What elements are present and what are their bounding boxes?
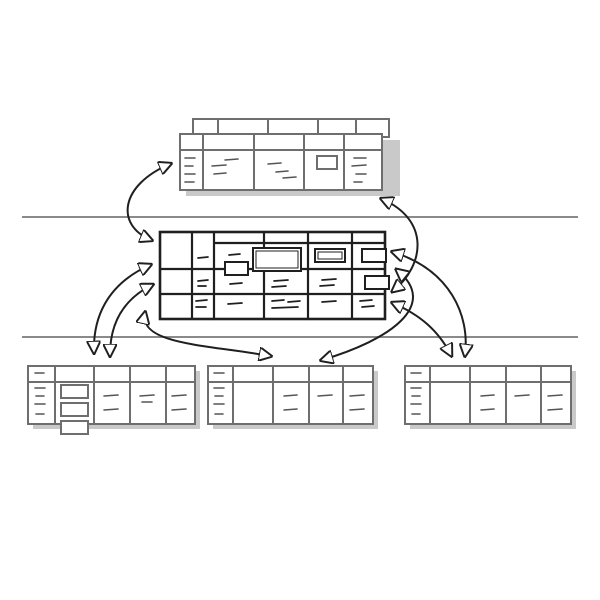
connections — [94, 164, 466, 360]
bidirectional-arrow-icon[interactable] — [110, 285, 152, 355]
bottom-right-table[interactable] — [404, 365, 576, 429]
bidirectional-arrow-icon[interactable] — [126, 164, 170, 240]
center-table[interactable] — [158, 230, 390, 321]
text-scribble-icon — [184, 157, 367, 183]
cell-box — [316, 155, 338, 170]
top-table[interactable] — [179, 118, 400, 196]
bidirectional-arrow-icon[interactable] — [393, 303, 451, 355]
text-scribble-icon — [213, 372, 365, 415]
text-scribble-icon — [410, 372, 563, 415]
bidirectional-arrow-icon[interactable] — [145, 313, 270, 356]
bottom-middle-table[interactable] — [207, 365, 378, 429]
bottom-left-table[interactable] — [27, 365, 200, 435]
cell-box — [60, 384, 89, 435]
bidirectional-arrow-icon[interactable] — [393, 252, 466, 355]
bidirectional-arrow-icon[interactable] — [94, 265, 150, 352]
text-scribble-icon — [34, 372, 187, 415]
